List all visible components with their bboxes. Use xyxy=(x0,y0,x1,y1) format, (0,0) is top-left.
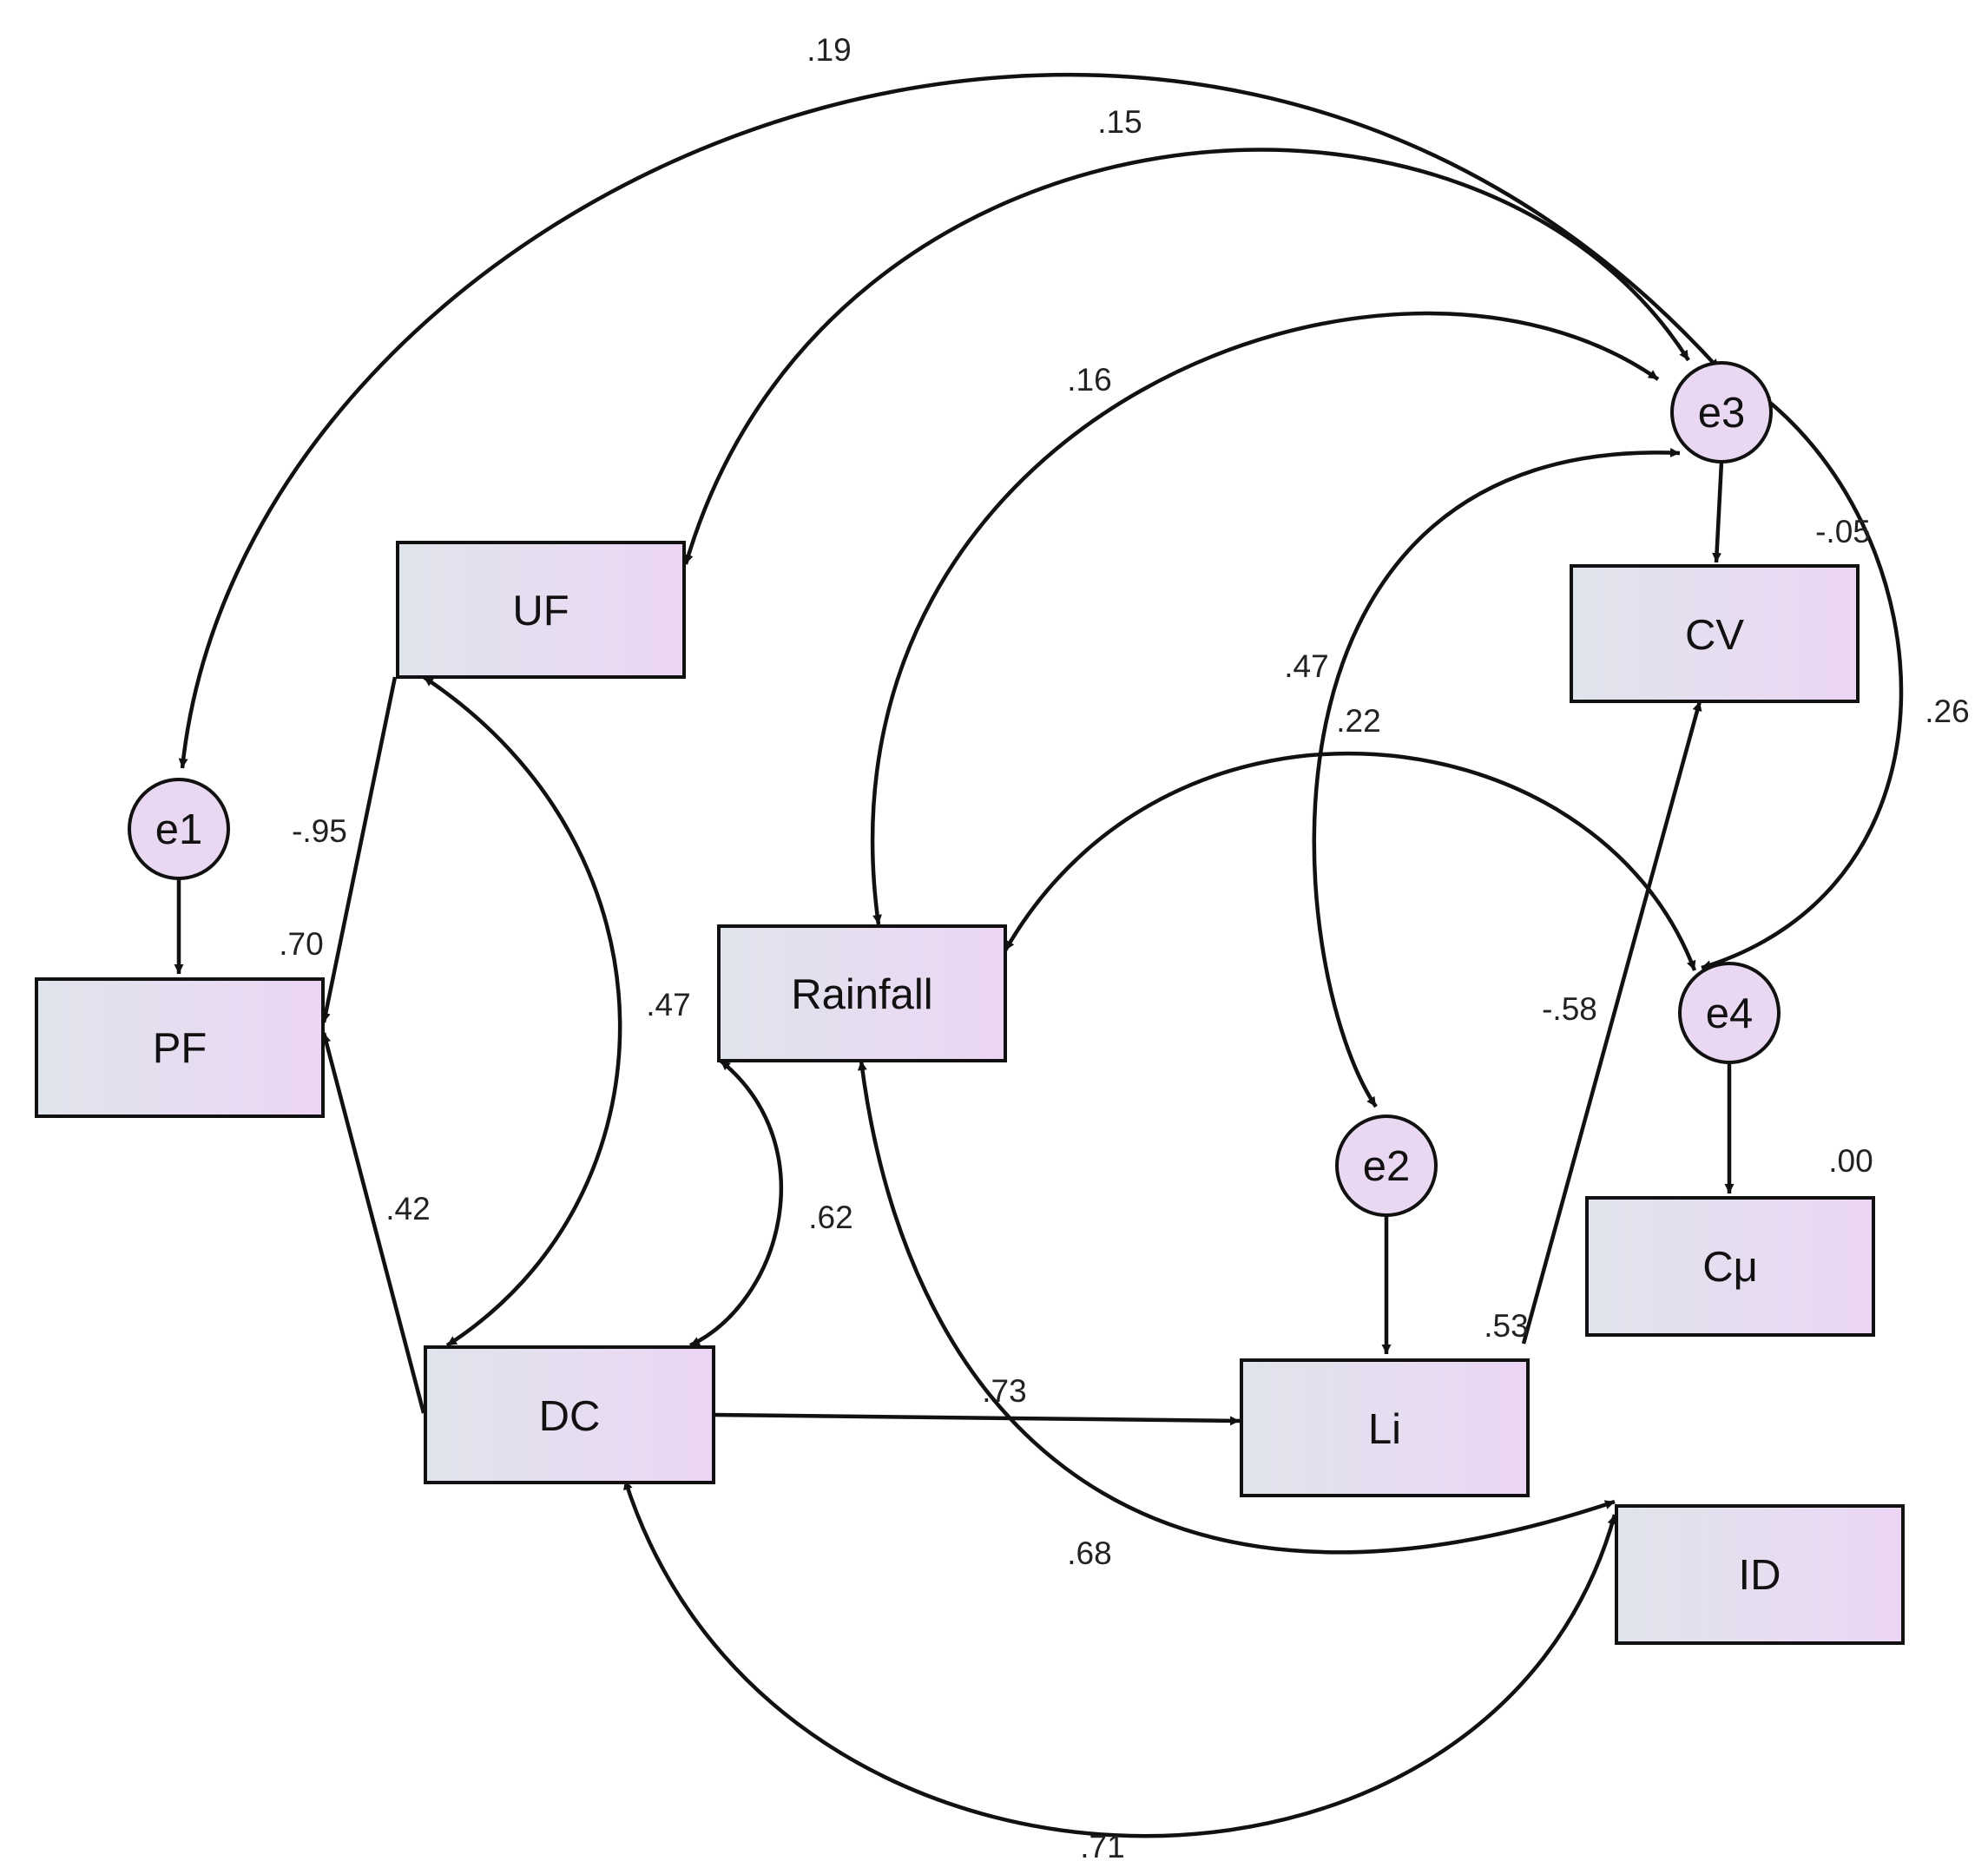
coef-e3-e4-lower: .26 xyxy=(1925,694,1969,729)
node-cmu-label: Cμ xyxy=(1702,1244,1758,1291)
node-cv[interactable]: CV xyxy=(1570,564,1860,703)
coef-li-cv: -.58 xyxy=(1542,991,1597,1027)
cov-rainfall-dc xyxy=(689,1059,784,1348)
error-e1-label: e1 xyxy=(155,806,203,853)
coef-dc-li: .73 xyxy=(982,1373,1026,1409)
node-dc[interactable]: DC xyxy=(424,1345,715,1484)
coef-uf-pf: -.95 xyxy=(292,813,347,849)
node-rainfall[interactable]: Rainfall xyxy=(717,924,1007,1062)
coef-pf-r2: .70 xyxy=(279,926,323,962)
coefficient-labels: .19 .15 .16 .47 .22 -.05 .26 -.95 .70 .4… xyxy=(279,32,1969,1864)
error-e4-circle xyxy=(1678,962,1781,1064)
cov-rainfall-id xyxy=(857,1060,1616,1555)
coef-uf-e3: .15 xyxy=(1097,104,1142,140)
coef-e3-e4-upper: -.05 xyxy=(1815,514,1871,549)
node-pf-label: PF xyxy=(153,1025,207,1072)
node-li-label: Li xyxy=(1368,1406,1401,1453)
node-li[interactable]: Li xyxy=(1240,1358,1530,1497)
coef-rainfall-e3: .16 xyxy=(1067,362,1111,398)
error-e4[interactable]: e4 xyxy=(1678,962,1781,1064)
error-e2-label: e2 xyxy=(1363,1143,1411,1190)
error-terms: e1 e2 e3 e4 xyxy=(128,361,1781,1217)
node-rainfall-label: Rainfall xyxy=(791,971,932,1018)
node-pf-box xyxy=(35,977,325,1118)
node-dc-box xyxy=(424,1345,715,1484)
node-uf-box xyxy=(396,541,686,679)
coef-uf-dc: .47 xyxy=(646,987,690,1022)
path-dc-pf xyxy=(321,1032,426,1414)
node-cv-label: CV xyxy=(1685,612,1744,659)
coef-e2-e3: .47 xyxy=(1284,648,1328,684)
error-e4-label: e4 xyxy=(1706,990,1754,1037)
error-e2-circle xyxy=(1335,1115,1438,1217)
node-pf[interactable]: PF xyxy=(35,977,325,1118)
node-cmu-box xyxy=(1585,1196,1875,1337)
node-id-label: ID xyxy=(1739,1552,1781,1599)
node-dc-label: DC xyxy=(539,1393,601,1440)
error-e1[interactable]: e1 xyxy=(128,778,230,880)
path-uf-pf xyxy=(320,676,398,1023)
node-cmu[interactable]: Cμ xyxy=(1585,1196,1875,1337)
coef-rainfall-dc: .62 xyxy=(808,1200,852,1235)
cov-e1-e3 xyxy=(178,72,1721,769)
observed-variables: UF PF Rainfall CV Cμ DC Li ID xyxy=(35,541,1905,1645)
cov-uf-e3 xyxy=(683,148,1690,565)
path-e3-cv xyxy=(1712,461,1724,563)
coef-dc-id: .71 xyxy=(1080,1829,1124,1864)
error-e2[interactable]: e2 xyxy=(1335,1115,1438,1217)
cov-rainfall-e4 xyxy=(1004,751,1697,971)
error-e3-circle xyxy=(1670,361,1773,464)
coef-cmu-r2: .00 xyxy=(1828,1143,1873,1179)
coef-e1-e3: .19 xyxy=(806,32,851,68)
error-e3[interactable]: e3 xyxy=(1670,361,1773,464)
node-id[interactable]: ID xyxy=(1615,1504,1905,1645)
cov-dc-id xyxy=(622,1479,1617,1838)
path-li-cv xyxy=(1521,700,1702,1345)
path-dc-li xyxy=(713,1412,1241,1426)
node-cv-box xyxy=(1570,564,1860,703)
cov-e3-e4 xyxy=(1701,393,1904,970)
coef-dc-pf: .42 xyxy=(385,1191,430,1226)
node-uf[interactable]: UF xyxy=(396,541,686,679)
cov-e2-e3 xyxy=(1312,448,1681,1108)
coef-li-r2: .53 xyxy=(1484,1308,1528,1344)
arrows xyxy=(174,72,1904,1838)
cov-rainfall-e3 xyxy=(871,311,1660,925)
node-id-box xyxy=(1615,1504,1905,1645)
node-uf-label: UF xyxy=(512,588,569,635)
error-e3-label: e3 xyxy=(1698,390,1746,437)
error-e1-circle xyxy=(128,778,230,880)
node-li-box xyxy=(1240,1358,1530,1497)
coef-rainfall-id: .68 xyxy=(1067,1535,1111,1571)
node-rainfall-box xyxy=(717,924,1007,1062)
coef-rainfall-e4: .22 xyxy=(1336,703,1380,739)
cov-uf-dc xyxy=(422,675,622,1347)
